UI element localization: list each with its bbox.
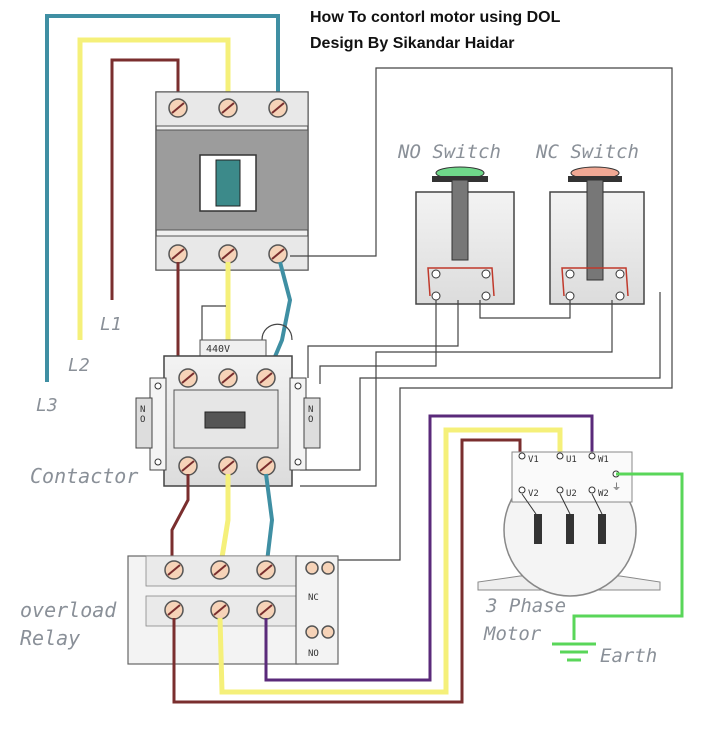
- wire-brown-overload-motor: [172, 438, 522, 704]
- overload-label-line2: Relay: [20, 626, 80, 650]
- motor-terminal-w2: W2: [598, 489, 609, 499]
- switch-wire-2: [479, 300, 571, 319]
- switch-wire-3: [300, 300, 613, 487]
- three-phase-motor: V1 U1 W1 V2 U2 W2 ⏚: [477, 451, 661, 597]
- earth-icon: [552, 642, 596, 662]
- control-wire-top: [290, 67, 673, 440]
- label-l2: L2: [68, 355, 90, 376]
- circuit-breaker: [155, 91, 309, 271]
- svg-text:O: O: [140, 415, 145, 425]
- contactor: 440V N O N O: [135, 339, 321, 487]
- contactor-right-no: N: [308, 405, 313, 415]
- switch-wire-6: [317, 440, 401, 568]
- motor-terminal-u1: U1: [566, 455, 577, 465]
- coil-wire: [201, 305, 226, 340]
- wire-teal-contactor-overload: [264, 473, 275, 571]
- label-l1: L1: [100, 314, 122, 335]
- motor-label-line2: Motor: [483, 623, 542, 645]
- coil-arc: [261, 323, 293, 341]
- switch-wire-1: [319, 300, 437, 384]
- motor-label-line1: 3 Phase: [485, 595, 566, 617]
- overload-nc: NC: [308, 593, 319, 603]
- motor-terminal-u2: U2: [566, 489, 577, 499]
- nc-switch-label: NC Switch: [535, 141, 639, 163]
- wire-yellow-contactor-overload: [217, 474, 231, 571]
- title-line1: How To contorl motor using DOL: [310, 9, 561, 26]
- motor-terminal-v1: V1: [528, 455, 539, 465]
- svg-text:O: O: [308, 415, 313, 425]
- line-l3-wire: [45, 14, 280, 382]
- motor-terminal-v2: V2: [528, 489, 539, 499]
- no-switch: [415, 166, 515, 305]
- switch-wire-4: [307, 300, 459, 378]
- switch-wire-5: [300, 292, 661, 471]
- nc-switch: [549, 166, 645, 305]
- line-l1-wire: [110, 58, 180, 300]
- motor-earth-terminal-icon: ⏚: [612, 482, 621, 493]
- wire-purple-overload-motor: [264, 414, 594, 682]
- line-l2-wire: [77, 37, 231, 340]
- no-switch-label: NO Switch: [397, 141, 501, 163]
- overload-relay: NC NO: [127, 555, 339, 665]
- coil-voltage: 440V: [206, 344, 230, 355]
- title-line2: Design By Sikandar Haidar: [310, 35, 515, 52]
- earth-label: Earth: [600, 645, 657, 667]
- overload-no: NO: [308, 649, 319, 659]
- overload-label-line1: overload: [20, 598, 117, 622]
- motor-terminal-w1: W1: [598, 455, 609, 465]
- contactor-left-no: N: [140, 405, 145, 415]
- contactor-label: Contactor: [30, 464, 138, 488]
- wire-yellow-overload-motor: [217, 427, 563, 695]
- label-l3: L3: [36, 395, 58, 416]
- wire-brown-contactor-overload: [170, 474, 190, 570]
- earth-wire: [572, 472, 684, 640]
